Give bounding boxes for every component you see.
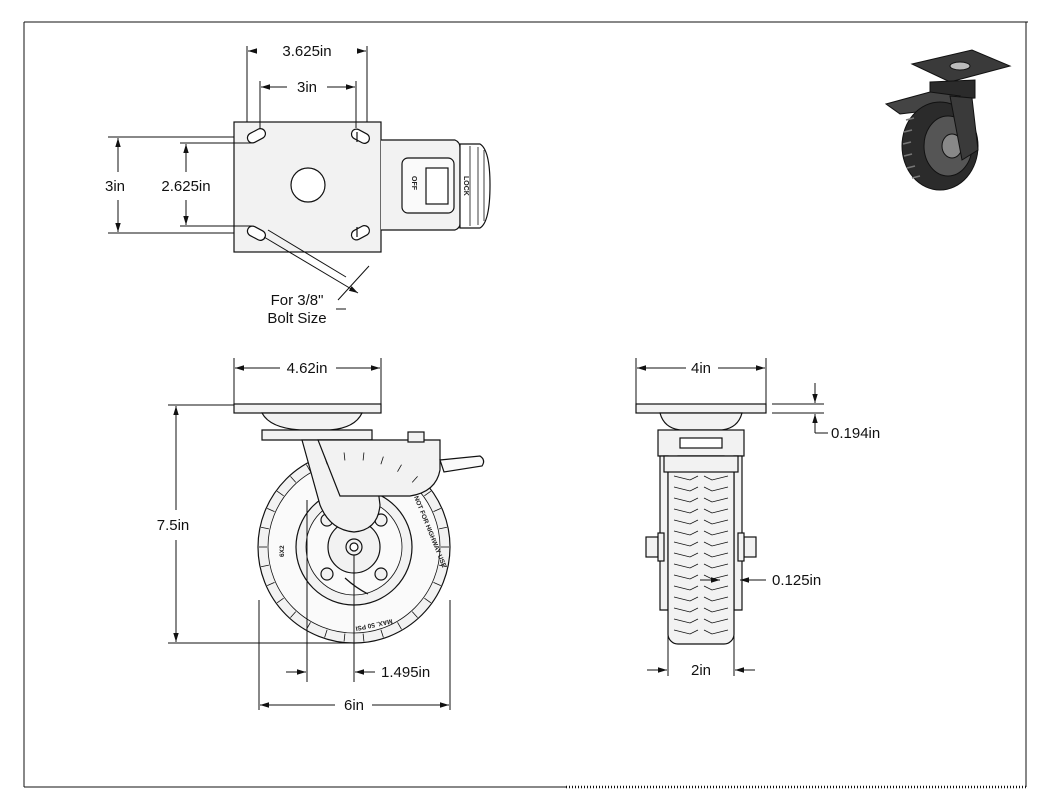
- dim-top-height-outer: 3in: [105, 178, 125, 195]
- tread-mark: [380, 629, 384, 638]
- side-view-dimensions: [168, 358, 451, 710]
- tread-mark: [424, 597, 432, 604]
- swivel-bearing: [260, 412, 363, 431]
- center-hole: [290, 167, 326, 203]
- front-bearing: [659, 412, 743, 431]
- tread-mark: [439, 564, 448, 568]
- front-plate: [635, 403, 767, 414]
- dim-wheel-diameter: 6in: [344, 697, 364, 714]
- tread-mark: [276, 490, 284, 497]
- dim-swivel-offset: 1.495in: [381, 664, 430, 681]
- front-tread-mark: [673, 629, 729, 635]
- axle-nut-left: [645, 536, 659, 558]
- brake-assembly: [317, 439, 441, 497]
- tread-mark: [276, 597, 284, 604]
- tread-mark: [324, 629, 328, 638]
- top-view-dimensions: [108, 46, 370, 310]
- front-tread-mark: [673, 618, 729, 624]
- fork-top: [261, 429, 373, 441]
- tread-mark: [362, 633, 365, 642]
- front-tread-mark: [673, 585, 729, 591]
- tread-mark: [306, 464, 311, 472]
- lock-label-lock: LOCK: [462, 176, 469, 196]
- front-tread-mark: [673, 552, 729, 558]
- dim-side-plate-width: 4.62in: [287, 360, 328, 377]
- dim-top-width-holes: 3in: [297, 79, 317, 96]
- front-tread-mark: [673, 596, 729, 602]
- front-view: [635, 403, 767, 645]
- drawing-frame: [23, 21, 1028, 789]
- tread-mark: [343, 452, 346, 461]
- front-tread-mark: [673, 497, 729, 503]
- dim-top-width-outer: 3.625in: [282, 43, 331, 60]
- bolt-note-line2: Bolt Size: [267, 310, 326, 327]
- dim-gap: 0.125in: [772, 572, 821, 589]
- wheel-tread-top: [459, 143, 491, 229]
- dim-overall-height: 7.5in: [157, 517, 190, 534]
- tread-mark: [397, 622, 402, 630]
- tread-mark: [343, 633, 346, 642]
- tread-mark: [411, 611, 418, 618]
- caster-isometric-image: [884, 49, 1012, 191]
- tread-mark: [397, 464, 402, 472]
- top-view: [233, 121, 491, 253]
- tread-mark: [380, 456, 384, 465]
- tread-mark: [267, 582, 275, 587]
- bolt-note-line1: For 3/8": [271, 292, 324, 309]
- front-tread-mark: [673, 508, 729, 514]
- front-tread: [673, 475, 729, 635]
- side-plate: [233, 403, 382, 414]
- front-tread-mark: [673, 475, 729, 481]
- brake-pedal: [439, 455, 485, 473]
- front-tread-mark: [673, 541, 729, 547]
- dim-front-plate-width: 4in: [691, 360, 711, 377]
- front-tread-mark: [673, 530, 729, 536]
- tire-size-text: 6X2: [279, 545, 286, 557]
- dim-plate-thickness: 0.194in: [831, 425, 880, 442]
- front-tread-mark: [673, 607, 729, 613]
- dim-top-height-holes: 2.625in: [161, 178, 210, 195]
- bolt-slots: [246, 128, 371, 241]
- front-tread-mark: [673, 486, 729, 492]
- tread-mark: [260, 564, 269, 568]
- tread-mark: [290, 476, 297, 483]
- axle-nut-right: [743, 536, 757, 558]
- tread-mark: [411, 476, 418, 483]
- tread-mark: [290, 611, 297, 618]
- tread-mark: [424, 490, 432, 497]
- front-tread-mark: [673, 563, 729, 569]
- front-view-dimensions: [635, 358, 828, 676]
- front-tread-mark: [673, 519, 729, 525]
- dim-wheel-width: 2in: [691, 662, 711, 679]
- lock-label-off: OFF: [410, 176, 417, 191]
- front-tire: [667, 455, 735, 645]
- side-view: [233, 403, 485, 644]
- tread-mark: [362, 452, 365, 461]
- tread-mark: [439, 526, 448, 530]
- tread-mark: [267, 507, 275, 512]
- tread-mark: [433, 507, 441, 512]
- tread-mark: [433, 582, 441, 587]
- tread-mark: [324, 456, 328, 465]
- tread-mark: [260, 526, 269, 530]
